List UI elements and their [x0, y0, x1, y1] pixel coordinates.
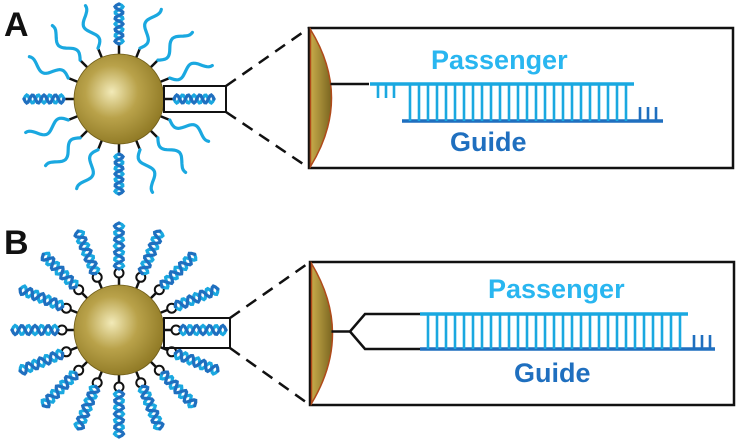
duplex-strand [137, 229, 165, 276]
single-strand [24, 116, 70, 137]
zoom-linker-upper [331, 312, 420, 333]
single-strand [44, 136, 82, 168]
nanoparticle-b [10, 221, 228, 439]
duplex-strand [18, 348, 65, 376]
helix-strand-guide [140, 384, 165, 431]
helix-strand-passenger [18, 284, 65, 309]
single-strand [156, 136, 188, 174]
single-strand [50, 24, 82, 62]
helix-strand-passenger [173, 286, 220, 312]
duplex-strand [112, 389, 126, 439]
particle-surface [309, 26, 333, 170]
duplex-strand [137, 384, 165, 431]
single-strand [168, 118, 211, 143]
zoom-box-b [163, 260, 736, 407]
panel-a-letter: A [4, 6, 29, 44]
duplex-strand [40, 370, 79, 409]
duplex-strand [173, 284, 220, 312]
zoom-dash-bottom [229, 346, 311, 407]
helix-strand-guide [22, 92, 66, 106]
duplex-strand [112, 221, 126, 271]
helix-strand-guide [18, 351, 65, 376]
single-strand [27, 55, 70, 80]
helix-strand-guide [112, 2, 126, 46]
gold-particle [73, 53, 165, 145]
single-strand [168, 61, 214, 82]
helix-strand-guide [73, 229, 98, 276]
helix-strand-passenger [73, 384, 98, 431]
helix-strand-passenger [137, 384, 163, 431]
single-strand [81, 4, 102, 50]
helix-strand-passenger [173, 351, 220, 376]
zoom-linker-lower [349, 330, 420, 351]
helix-strand-passenger [159, 371, 197, 409]
helix-strand-passenger [178, 323, 228, 337]
nanoparticle-a [22, 2, 216, 196]
helix-strand-guide [172, 92, 216, 106]
helix-strand-guide [41, 371, 79, 409]
single-strand [156, 30, 194, 62]
duplex-strand [22, 92, 66, 106]
zoom-dash-top [229, 260, 311, 320]
duplex-strand [173, 348, 220, 376]
zoom-dash-bottom [225, 110, 310, 170]
guide-label-a: Guide [450, 127, 527, 157]
helix-strand-passenger [22, 92, 66, 106]
helix-strand-passenger [40, 370, 78, 408]
selection-rect [163, 85, 227, 113]
helix-strand-passenger [172, 92, 216, 106]
helix-strand-guide [112, 221, 126, 271]
single-strand [138, 7, 163, 50]
panel-b-letter: B [4, 224, 29, 262]
helix-strand-guide [112, 152, 126, 196]
gold-particle [73, 284, 165, 376]
helix-strand-guide [160, 370, 198, 408]
selection-rect [163, 317, 231, 349]
duplex-strand [40, 251, 79, 290]
helix-strand-passenger [160, 252, 198, 290]
duplex-strand [73, 229, 101, 276]
duplex-strand [112, 152, 126, 196]
helix-strand-guide [159, 251, 197, 289]
helix-strand-guide [18, 286, 65, 312]
helix-strand-guide [173, 348, 220, 374]
duplex-strand [172, 92, 216, 106]
zoom-frame [307, 26, 735, 170]
duplex-strand [10, 323, 60, 337]
duplex-strand [112, 2, 126, 46]
helix-strand-passenger [112, 221, 126, 271]
helix-strand-guide [40, 252, 78, 290]
helix-strand-passenger [75, 229, 101, 276]
panel-b: B Passenger Guide [4, 221, 736, 439]
passenger-label-b: Passenger [488, 274, 625, 304]
guide-label-b: Guide [514, 358, 591, 388]
helix-strand-passenger [112, 389, 126, 439]
particle-surface [310, 260, 334, 407]
helix-strand-passenger [112, 152, 126, 196]
zoom-dash-top [225, 26, 310, 88]
helix-strand-passenger [112, 2, 126, 46]
helix-strand-guide [173, 284, 220, 309]
helix-strand-passenger [140, 229, 165, 276]
duplex-strand [73, 384, 101, 431]
passenger-label-a: Passenger [431, 45, 568, 75]
zoom-frame [308, 260, 736, 407]
helix-strand-guide [112, 389, 126, 439]
single-strand [75, 148, 100, 191]
helix-strand-guide [75, 384, 101, 431]
helix-strand-guide [137, 229, 163, 276]
duplex-strand [159, 370, 198, 409]
zoom-box-a [163, 26, 735, 170]
helix-strand-guide [10, 323, 60, 337]
helix-strand-passenger [41, 251, 79, 289]
helix-strand-passenger [10, 323, 60, 337]
helix-strand-guide [178, 323, 228, 337]
single-strand [136, 148, 157, 194]
duplex-strand [178, 323, 228, 337]
duplex-strand [18, 284, 65, 312]
panel-a: A Passenger Guide [4, 2, 735, 196]
helix-strand-passenger [18, 348, 65, 374]
duplex-strand [159, 251, 198, 290]
